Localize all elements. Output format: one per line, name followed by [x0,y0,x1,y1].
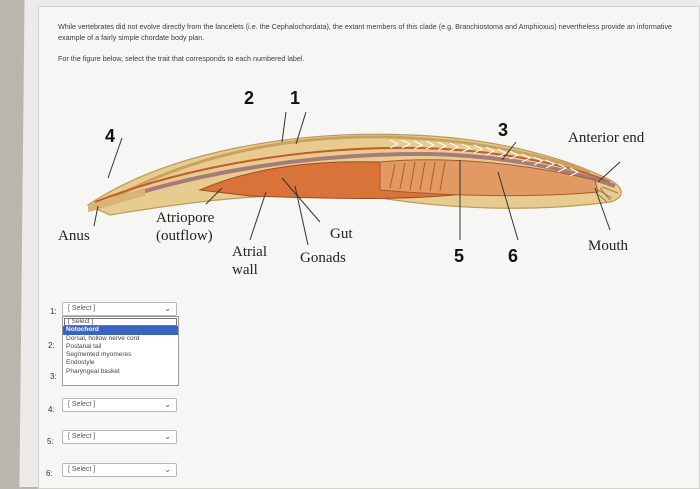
answer-label-2: 2: [48,341,55,350]
answer-label-1: 1: [50,307,57,316]
label-number-2: 2 [244,88,254,108]
label-atrial-wall: wall [232,262,258,278]
label-number-4: 4 [105,126,115,146]
label-atrial: Atrial [232,244,267,260]
answer-select-5[interactable]: [ Select ] ⌄ [62,430,177,444]
answer-select-4-value: [ Select ] [68,401,96,408]
dropdown-option[interactable]: Endostyle [66,359,95,367]
answer-select-1[interactable]: [ Select ] ⌄ [62,302,177,316]
label-number-1: 1 [290,88,300,108]
label-number-3: 3 [498,120,508,140]
answer-label-6: 6: [46,469,53,478]
dropdown-option[interactable]: [ Select ] [64,318,177,327]
dropdown-option-highlighted[interactable]: Notochord [63,326,178,335]
lancelet-figure: 2 1 4 3 5 6 Anterior end Anus Atriopore … [50,80,680,285]
answer-select-1-value: [ Select ] [68,305,96,312]
question-intro: While vertebrates did not evolve directl… [58,22,673,42]
answer-label-3: 3: [50,372,57,381]
pharyngeal-basket [379,159,599,197]
chevron-down-icon: ⌄ [164,465,171,474]
label-anterior-end: Anterior end [568,130,645,146]
answer-label-4: 4: [48,405,55,414]
chevron-down-icon: ⌄ [164,400,171,409]
myomeres [389,139,580,177]
dropdown-option[interactable]: Pharyngeal basket [66,367,120,375]
label-atriopore: Atriopore [156,210,215,226]
answer-select-5-value: [ Select ] [68,433,96,440]
chevron-down-icon: ⌄ [164,304,171,313]
label-number-6: 6 [508,246,518,266]
dropdown-option[interactable]: Postanal tail [66,342,102,350]
label-atriopore-outflow: (outflow) [156,228,213,244]
dropdown-option[interactable]: Segmented myomeres [66,351,132,359]
notochord [97,151,616,208]
question-instruction: For the figure below, select the trait t… [58,54,305,63]
dropdown-option[interactable]: Dorsal, hollow nerve cord [66,334,140,342]
label-gonads: Gonads [300,250,346,266]
answer-label-5: 5: [47,437,54,446]
lancelet-diagram: 2 1 4 3 5 6 Anterior end Anus Atriopore … [58,88,645,278]
chevron-down-icon: ⌄ [164,432,171,441]
oral-cirri [594,186,619,203]
answer-select-6[interactable]: [ Select ] ⌄ [62,463,177,477]
label-gut: Gut [330,226,353,242]
answer-select-6-value: [ Select ] [68,466,96,473]
label-number-5: 5 [454,246,464,266]
label-anus: Anus [58,228,90,244]
tail [88,188,145,212]
dorsal-fin [109,135,591,202]
nerve-cord [94,146,611,203]
select-dropdown-list[interactable]: [ Select ] Notochord Dorsal, hollow nerv… [62,316,179,386]
answer-select-4[interactable]: [ Select ] ⌄ [62,398,177,412]
label-mouth: Mouth [588,238,629,254]
